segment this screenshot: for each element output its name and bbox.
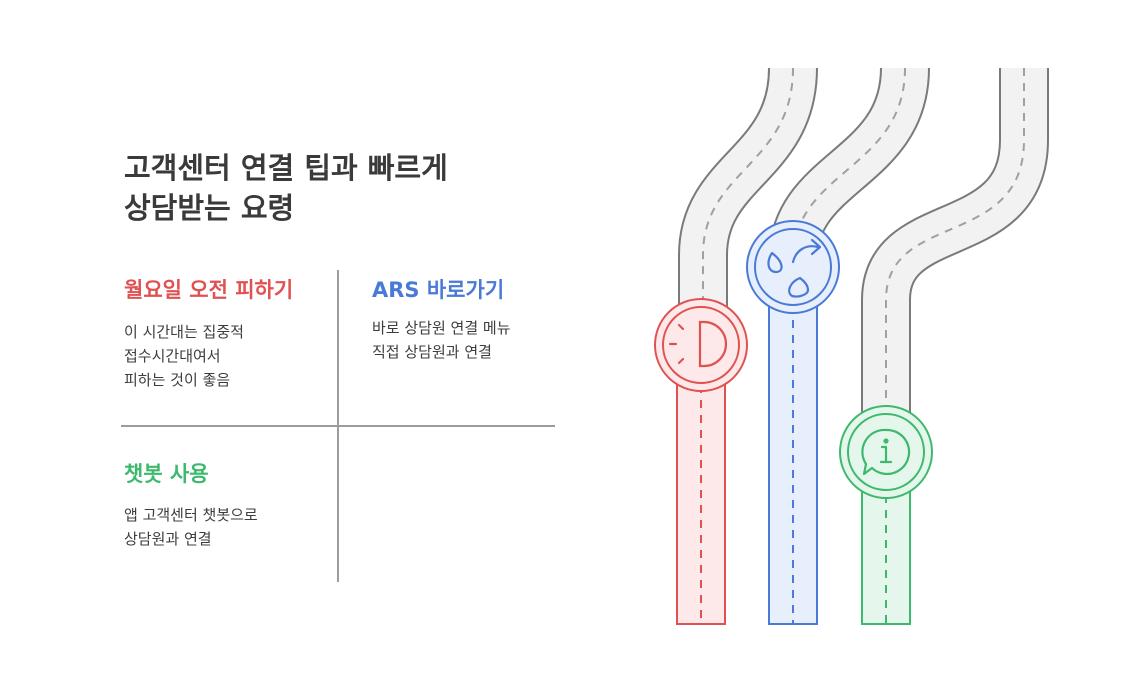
section-title-ars: ARS 바로가기 xyxy=(372,278,505,302)
section-title-monday: 월요일 오전 피하기 xyxy=(124,278,294,302)
sun-icon-node xyxy=(654,298,748,392)
section-title-chatbot: 챗봇 사용 xyxy=(124,462,209,486)
redirect-arrow-icon xyxy=(767,238,822,298)
redirect-arrow-icon-node xyxy=(746,220,840,314)
section-body-line: 앱 고객센터 챗봇으로 xyxy=(124,506,258,524)
title-line-2: 상담받는 요령 xyxy=(124,191,295,225)
sun-icon xyxy=(668,320,728,368)
title-line-1: 고객센터 연결 팁과 빠르게 xyxy=(124,151,448,185)
info-chat-icon-node xyxy=(839,405,933,499)
section-body-line: 접수시간대여서 xyxy=(124,347,221,365)
section-body-line: 피하는 것이 좋음 xyxy=(124,371,231,389)
road-green xyxy=(861,68,1049,625)
section-body-ars: 바로 상담원 연결 메뉴 직접 상담원과 연결 xyxy=(372,316,592,364)
section-body-line: 직접 상담원과 연결 xyxy=(372,343,492,361)
section-body-line: 이 시간대는 집중적 xyxy=(124,323,244,341)
section-body-chatbot: 앱 고객센터 챗봇으로 상담원과 연결 xyxy=(124,503,344,551)
info-chat-icon xyxy=(861,428,911,476)
horizontal-divider xyxy=(121,425,555,427)
section-body-line: 바로 상담원 연결 메뉴 xyxy=(372,319,511,337)
page-title: 고객센터 연결 팁과 빠르게 상담받는 요령 xyxy=(124,148,544,228)
section-body-line: 상담원과 연결 xyxy=(124,530,212,548)
section-body-monday: 이 시간대는 집중적 접수시간대여서 피하는 것이 좋음 xyxy=(124,320,344,392)
